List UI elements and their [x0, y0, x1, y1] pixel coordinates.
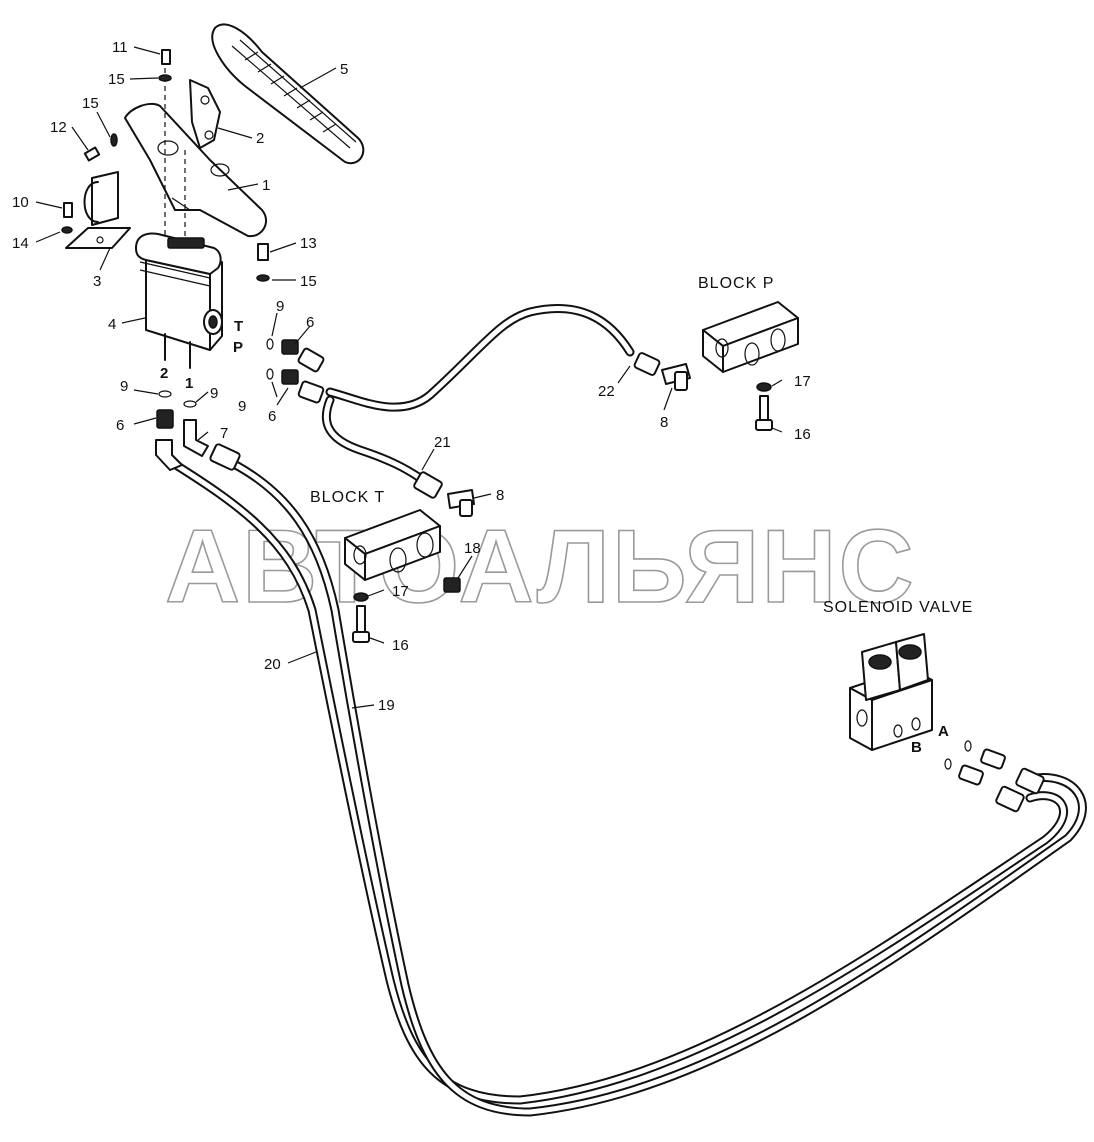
pedal-valve-body	[135, 232, 223, 369]
label-part-12: 12	[50, 119, 67, 136]
oring-9c	[158, 390, 172, 398]
label-part-6-port2: 6	[116, 417, 124, 434]
label-part-22: 22	[598, 383, 615, 400]
bolt-13	[257, 243, 269, 261]
label-part-16-t: 16	[392, 637, 409, 654]
port-2-label: 2	[160, 365, 168, 382]
solenoid-valve	[849, 633, 1045, 813]
label-part-8-t: 8	[496, 487, 504, 504]
title-block-t: BLOCK T	[310, 489, 385, 506]
elbow-7	[183, 419, 209, 457]
label-part-6-p: 6	[268, 408, 276, 425]
label-part-1: 1	[262, 177, 270, 194]
washer-15b	[110, 133, 118, 147]
bolt-11	[161, 49, 171, 65]
label-part-20: 20	[264, 656, 281, 673]
label-part-7: 7	[220, 425, 228, 442]
bolt-10	[63, 202, 73, 218]
label-part-16-p: 16	[794, 426, 811, 443]
block-p	[633, 301, 799, 431]
hose-19-20	[163, 453, 1087, 1117]
title-block-p: BLOCK P	[698, 275, 774, 292]
valve-fittings	[155, 338, 325, 471]
washer-15c	[256, 274, 270, 282]
washer-17a	[756, 382, 772, 392]
washer-14	[61, 226, 73, 234]
label-part-9-port2: 9	[120, 378, 128, 395]
label-part-15-top: 15	[108, 71, 125, 88]
watermark-text: АВТОАЛЬЯНС	[165, 509, 916, 625]
pedal-assembly	[61, 23, 365, 282]
block-t	[344, 471, 475, 643]
label-part-19: 19	[378, 697, 395, 714]
hose-21	[321, 395, 425, 483]
label-part-10: 10	[12, 194, 29, 211]
fitting-18	[443, 577, 461, 593]
hose-22-end	[633, 352, 661, 376]
label-part-4: 4	[108, 316, 116, 333]
fitting-6c	[156, 409, 174, 429]
label-part-17-p: 17	[794, 373, 811, 390]
label-part-5: 5	[340, 61, 348, 78]
bolt-12	[83, 146, 101, 162]
label-part-18: 18	[464, 540, 481, 557]
label-part-9-port1: 9	[210, 385, 218, 402]
port-t-label: T	[234, 318, 243, 335]
bolt-16a	[759, 395, 769, 421]
hose-22	[325, 304, 635, 412]
port-b-label: B	[911, 739, 922, 756]
label-part-6-t: 6	[306, 314, 314, 331]
label-part-2: 2	[256, 130, 264, 147]
label-part-8-p: 8	[660, 414, 668, 431]
oring-9a	[266, 338, 274, 350]
fitting-6a	[281, 339, 299, 355]
label-part-15-right: 15	[300, 273, 317, 290]
label-part-13: 13	[300, 235, 317, 252]
pedal-lever	[124, 102, 267, 238]
port-p-label: P	[233, 339, 243, 356]
label-part-9-t: 9	[276, 298, 284, 315]
port-a-label: A	[938, 723, 949, 740]
label-part-14: 14	[12, 235, 29, 252]
hose-21-end	[413, 471, 443, 499]
label-part-15-left: 15	[82, 95, 99, 112]
oring-9d	[183, 400, 197, 408]
title-solenoid-valve: SOLENOID VALVE	[823, 599, 973, 616]
oring-9b	[266, 368, 274, 380]
port-1-label: 1	[185, 375, 193, 392]
label-part-21: 21	[434, 434, 451, 451]
handle-bracket	[91, 171, 119, 226]
label-part-11: 11	[112, 39, 128, 56]
washer-17b	[353, 592, 369, 602]
bolt-16b	[356, 605, 366, 633]
label-part-17-t: 17	[392, 583, 409, 600]
washer-15a	[158, 74, 172, 82]
leader-lines	[35, 46, 783, 709]
fitting-6b	[281, 369, 299, 385]
label-part-3: 3	[93, 273, 101, 290]
label-part-9-p: 9	[238, 398, 246, 415]
pedal-bracket	[189, 79, 221, 149]
